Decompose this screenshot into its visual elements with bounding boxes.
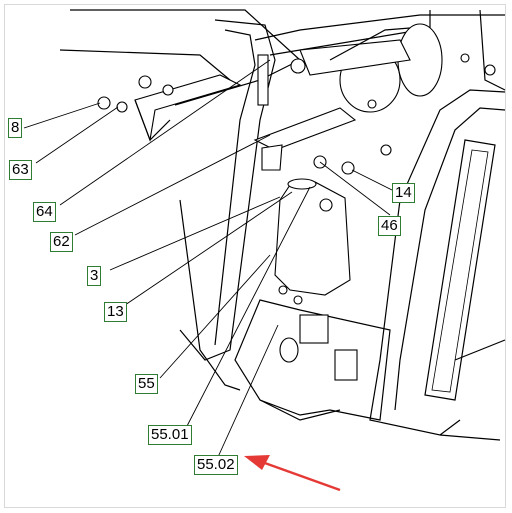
diagram-frame [4, 4, 506, 508]
support-arm [253, 107, 357, 175]
callout-3: 3 [87, 266, 102, 286]
pointer-arrow [244, 455, 341, 492]
bracket-assembly [97, 54, 269, 143]
callout-55-02: 55.02 [194, 455, 238, 475]
leader-lines [23, 59, 393, 458]
callout-63: 63 [9, 160, 32, 180]
motor-assembly [290, 23, 496, 156]
right-rail [369, 89, 506, 441]
callout-46: 46 [378, 216, 401, 236]
callout-55: 55 [135, 374, 158, 394]
base-plate [234, 299, 391, 421]
machine-frame [59, 9, 506, 391]
callout-62: 62 [50, 232, 73, 252]
callout-8: 8 [8, 118, 23, 138]
callout-14: 14 [392, 183, 415, 203]
callout-64: 64 [33, 202, 56, 222]
callout-55-01: 55.01 [148, 425, 192, 445]
callout-13: 13 [104, 302, 127, 322]
reservoir-bottle [274, 178, 351, 305]
